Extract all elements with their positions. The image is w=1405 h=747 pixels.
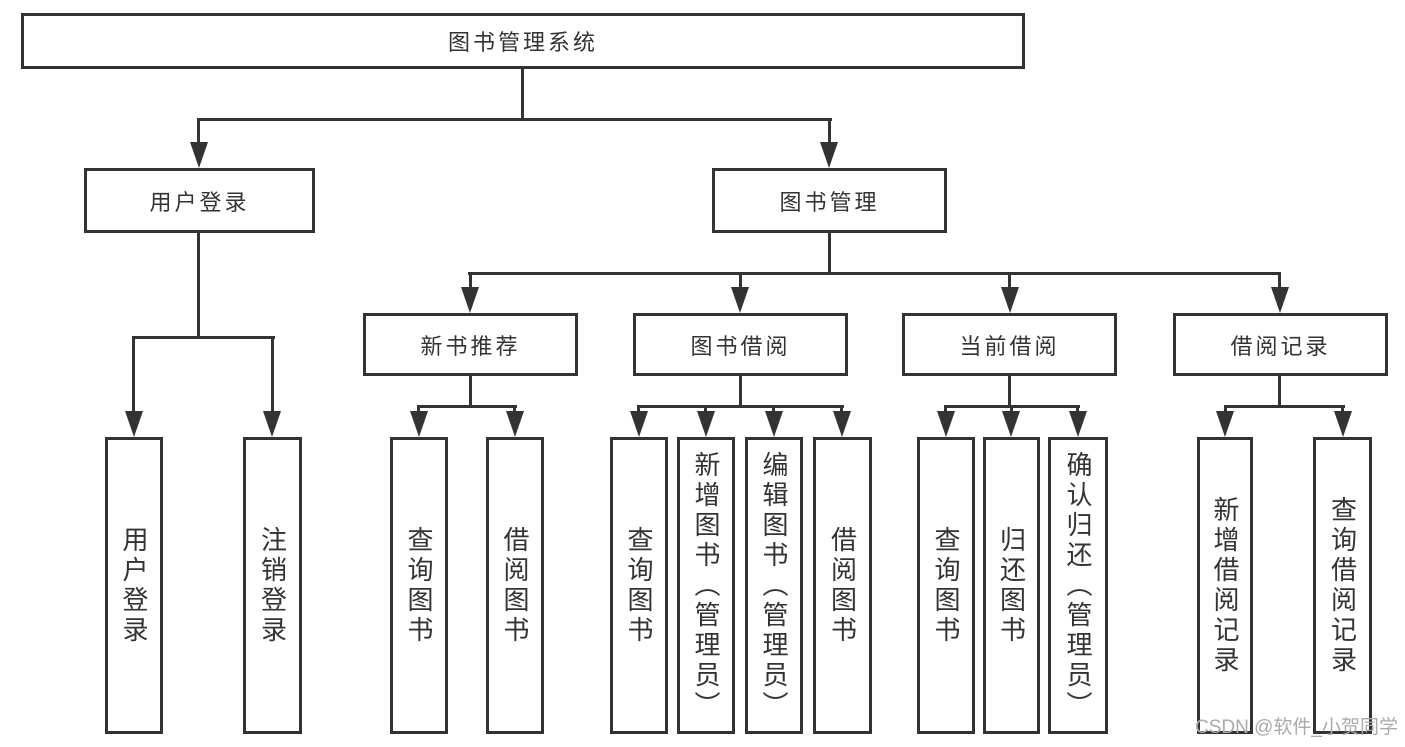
node-book-management: 图书管理 xyxy=(712,168,947,233)
node-label: 用户登录 xyxy=(119,525,149,646)
leaf-user-login: 用户登录 xyxy=(105,437,163,734)
leaf-borrowing-query-books: 查询图书 xyxy=(610,437,668,734)
arrow-down-icon xyxy=(1002,411,1020,437)
node-label: 查询借阅记录 xyxy=(1327,495,1358,676)
node-library-management-system: 图书管理系统 xyxy=(21,13,1025,69)
node-label: 当前借阅 xyxy=(959,333,1060,359)
node-label: 用户登录 xyxy=(149,189,250,215)
connector-line xyxy=(840,405,843,413)
node-label: 查询图书 xyxy=(404,525,434,646)
connector-line xyxy=(1008,373,1011,405)
node-new-book-recommendation: 新书推荐 xyxy=(363,313,578,376)
connector-line xyxy=(1224,405,1345,408)
connector-line xyxy=(1008,272,1011,290)
arrow-down-icon xyxy=(765,411,783,437)
arrow-down-icon xyxy=(1271,287,1289,313)
connector-line xyxy=(1278,272,1281,290)
connector-line xyxy=(469,272,472,290)
leaf-borrowing-edit-books-admin: 编辑图书（管理员） xyxy=(745,437,803,734)
node-label: 编辑图书（管理员） xyxy=(759,450,789,721)
csdn-watermark: CSDN @软件_小贺同学 xyxy=(1195,717,1398,738)
node-label: 图书管理系统 xyxy=(447,30,598,55)
arrow-down-icon xyxy=(506,411,524,437)
connector-line xyxy=(772,405,775,413)
leaf-recommend-borrow-books: 借阅图书 xyxy=(486,437,544,734)
leaf-records-query-borrow-record: 查询借阅记录 xyxy=(1313,437,1372,734)
node-label: 查询图书 xyxy=(624,525,654,646)
connector-line xyxy=(271,336,274,413)
connector-line xyxy=(1341,405,1344,413)
connector-line xyxy=(197,230,200,336)
node-label: 借阅图书 xyxy=(500,525,530,646)
connector-line xyxy=(521,68,524,118)
node-label: 借阅图书 xyxy=(827,525,858,646)
connector-line xyxy=(638,405,844,408)
connector-line xyxy=(197,118,832,121)
arrow-down-icon xyxy=(937,411,955,437)
connector-line xyxy=(417,405,420,413)
arrow-down-icon xyxy=(1069,411,1087,437)
node-label: 图书管理 xyxy=(779,189,880,215)
arrow-down-icon xyxy=(820,142,838,168)
arrow-down-icon xyxy=(1216,411,1234,437)
connector-line xyxy=(828,118,831,146)
connector-line xyxy=(418,405,517,408)
node-user-login: 用户登录 xyxy=(84,168,315,233)
leaf-borrowing-borrow-books: 借阅图书 xyxy=(813,437,872,734)
node-current-borrowing: 当前借阅 xyxy=(902,313,1117,376)
arrow-down-icon xyxy=(125,411,143,437)
connector-line xyxy=(739,272,742,290)
node-label: 新书推荐 xyxy=(420,333,521,359)
arrow-down-icon xyxy=(833,411,851,437)
connector-line xyxy=(132,336,275,339)
connector-line xyxy=(828,230,831,272)
leaf-recommend-query-books: 查询图书 xyxy=(390,437,448,734)
connector-line xyxy=(1224,405,1227,413)
connector-line xyxy=(739,373,742,405)
arrow-down-icon xyxy=(410,411,428,437)
connector-line xyxy=(468,272,1281,275)
connector-line xyxy=(132,336,135,413)
arrow-down-icon xyxy=(697,411,715,437)
connector-line xyxy=(944,405,947,413)
arrow-down-icon xyxy=(1001,287,1019,313)
leaf-current-query-books: 查询图书 xyxy=(917,437,975,734)
node-label: 图书借阅 xyxy=(690,333,791,359)
arrow-down-icon xyxy=(461,287,479,313)
node-label: 确认归还（管理员） xyxy=(1063,450,1093,721)
connector-line xyxy=(1278,373,1281,405)
connector-line xyxy=(1076,405,1079,413)
arrow-down-icon xyxy=(630,411,648,437)
leaf-current-return-books: 归还图书 xyxy=(983,437,1040,734)
connector-line xyxy=(637,405,640,413)
connector-line xyxy=(197,118,200,146)
arrow-down-icon xyxy=(1334,411,1352,437)
leaf-logout: 注销登录 xyxy=(243,437,302,734)
arrow-down-icon xyxy=(263,411,281,437)
connector-line xyxy=(704,405,707,413)
leaf-records-add-borrow-record: 新增借阅记录 xyxy=(1197,437,1253,734)
leaf-borrowing-add-books-admin: 新增图书（管理员） xyxy=(677,437,735,734)
connector-line xyxy=(469,373,472,405)
node-label: 新增图书（管理员） xyxy=(691,450,721,721)
node-label: 查询图书 xyxy=(931,525,961,646)
arrow-down-icon xyxy=(190,142,208,168)
node-book-borrowing: 图书借阅 xyxy=(633,313,848,376)
node-label: 注销登录 xyxy=(257,525,288,646)
connector-line xyxy=(1010,405,1013,413)
leaf-current-confirm-return-admin: 确认归还（管理员） xyxy=(1048,437,1108,734)
arrow-down-icon xyxy=(731,287,749,313)
node-borrowing-records: 借阅记录 xyxy=(1173,313,1388,376)
connector-line xyxy=(513,405,516,413)
node-label: 归还图书 xyxy=(996,525,1027,646)
node-label: 借阅记录 xyxy=(1230,333,1331,359)
node-label: 新增借阅记录 xyxy=(1210,495,1240,676)
